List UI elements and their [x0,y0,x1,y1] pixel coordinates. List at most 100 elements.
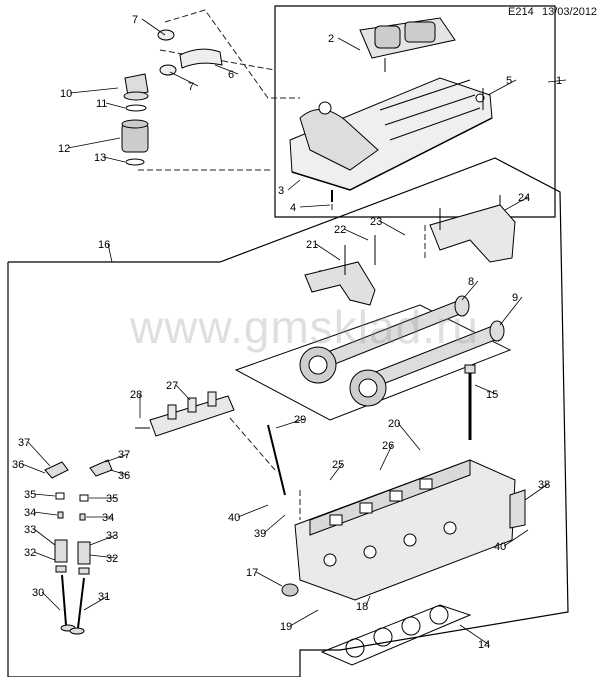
callout-leader-30 [41,591,61,611]
callout-leader-36 [109,469,129,476]
callout-leader-31 [83,595,109,611]
callout-leader-29 [275,418,305,429]
callout-31: 31 [98,591,110,603]
callout-leader-32 [89,554,117,559]
callout-leader-27 [175,384,191,401]
callout-leader-14 [459,624,489,645]
callout-leader-18 [365,595,371,607]
callout-26: 26 [382,440,394,452]
callout-leader-8 [461,280,479,301]
callout-37: 37 [118,449,130,461]
callout-8: 8 [468,276,474,288]
callout-35: 35 [24,489,36,501]
callout-25: 25 [332,459,344,471]
vent-hose-6 [157,29,223,76]
callout-23: 23 [370,216,382,228]
callout-30: 30 [32,587,44,599]
callout-13: 13 [94,152,106,164]
callout-leader-33 [89,534,117,546]
callout-9: 9 [512,292,518,304]
callout-7: 7 [132,14,138,26]
callout-leader-7 [141,18,166,36]
callout-leader-35 [33,493,56,497]
callout-14: 14 [478,639,490,651]
callout-leader-36 [21,463,46,474]
oil-filler-neck [121,119,149,166]
callout-leader-37 [104,453,129,463]
cam-cover [289,77,493,202]
callout-32: 32 [24,547,36,559]
callout-5: 5 [506,75,512,87]
callout-leader-39 [263,514,286,534]
callout-18: 18 [356,601,368,613]
watermark: www.gmsklad.ru [130,301,479,353]
callout-15: 15 [486,389,498,401]
callout-12: 12 [58,143,70,155]
callout-36: 36 [118,470,130,482]
callout-leader-19 [289,609,319,627]
callout-17: 17 [246,567,258,579]
callout-leader-21 [315,243,341,261]
callout-leader-12 [67,137,121,149]
callout-leader-2 [337,37,361,51]
oil-filler-cap [123,73,149,112]
glow-plug [267,424,286,496]
seal-17 [281,583,299,597]
callout-35: 35 [106,493,118,505]
callout-10: 10 [60,88,72,100]
callout-38: 38 [538,479,550,491]
frame-camshafts [234,304,512,421]
callout-16: 16 [98,239,110,251]
callout-20: 20 [388,418,400,430]
cylinder-head [294,459,516,601]
head-gasket [320,604,472,666]
callout-32: 32 [106,553,118,565]
callout-33: 33 [106,530,118,542]
callout-leader-40 [503,529,529,547]
callout-33: 33 [24,524,36,536]
frame-cylinder-head [7,157,569,677]
callout-leader-16 [107,243,113,263]
callout-leader-9 [499,296,523,326]
callout-leader-1 [547,79,567,83]
callout-leader-20 [397,422,421,451]
callout-leader-23 [379,220,406,236]
callout-36: 36 [12,459,24,471]
callout-leader-7 [169,71,199,87]
camshaft-carrier [429,195,516,263]
callout-leader-10 [69,87,119,94]
callout-7: 7 [188,81,194,93]
callout-leader-37 [27,441,51,467]
cam-bracket [304,235,376,306]
callout-leader-32 [33,551,56,561]
callout-40: 40 [228,512,240,524]
callout-2: 2 [328,33,334,45]
valve-train-right [69,459,113,635]
callout-leader-15 [474,384,497,395]
callout-leader-38 [524,483,549,501]
callout-21: 21 [306,239,318,251]
head-bolt [464,364,476,440]
callout-leader-17 [255,571,283,587]
bracket-38 [509,489,526,529]
callout-leader-22 [343,228,369,241]
callout-34: 34 [102,512,114,524]
callout-leader-5 [487,79,517,96]
callout-40: 40 [494,541,506,553]
valve-train-left [44,461,76,632]
callout-leader-11 [105,102,126,109]
callout-28: 28 [130,389,142,401]
callout-34: 34 [24,507,36,519]
fuel-rail [135,391,235,437]
callout-37: 37 [18,437,30,449]
frame-cam-cover [274,5,556,218]
diagram-code: E214 [508,6,534,18]
callout-leader-4 [299,204,331,208]
callout-leader-26 [379,444,393,471]
callout-24: 24 [518,192,530,204]
callout-leader-34 [33,511,58,516]
callout-1: 1 [556,75,562,87]
callout-19: 19 [280,621,292,633]
